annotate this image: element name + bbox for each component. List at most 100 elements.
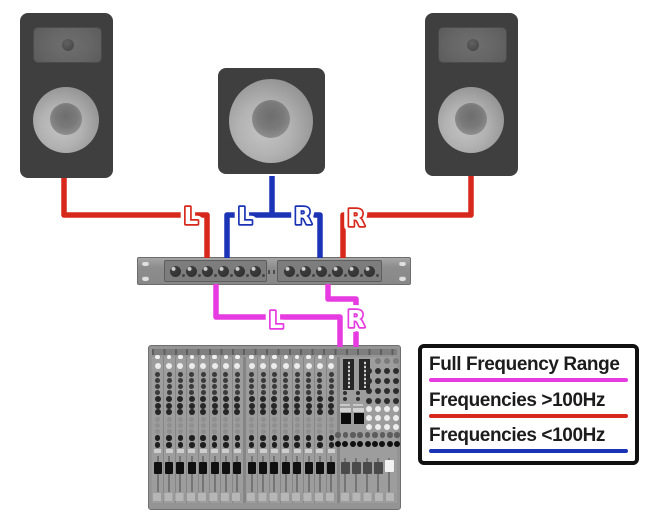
knob: [283, 422, 289, 428]
knob: [211, 396, 218, 402]
knob: [294, 354, 300, 360]
knob: [177, 416, 183, 422]
knob: [260, 363, 267, 369]
knob: [271, 389, 277, 395]
knob: [383, 387, 391, 395]
master-fader: [351, 462, 361, 474]
channel-fader: [233, 462, 242, 474]
knob: [260, 442, 266, 448]
knob: [189, 428, 195, 434]
master-fader: [373, 462, 383, 474]
strip-divider: [268, 357, 270, 503]
knob: [154, 442, 161, 448]
knob: [249, 389, 255, 395]
knob: [379, 440, 386, 447]
knob: [178, 354, 183, 360]
knob: [316, 409, 323, 415]
knob: [271, 435, 278, 441]
knob: [211, 442, 218, 448]
woofer-cone: [50, 103, 82, 135]
knob: [316, 402, 323, 409]
knob: [177, 377, 183, 383]
fader-scale: [340, 408, 351, 412]
knob: [154, 402, 161, 409]
knob: [155, 422, 161, 428]
fader-track: [202, 456, 205, 492]
legend-label: Frequencies <100Hz: [429, 425, 606, 446]
strip-divider: [208, 357, 210, 503]
knob: [177, 363, 184, 369]
knob: [305, 402, 312, 409]
knob: [328, 409, 335, 415]
legend: Full Frequency Range Frequencies >100Hz …: [418, 344, 639, 465]
knob: [348, 265, 364, 277]
knob: [260, 416, 266, 422]
woofer: [33, 87, 99, 153]
wire-label-right-full: R: [347, 307, 365, 333]
knob: [202, 265, 218, 277]
knob: [305, 442, 312, 448]
knob: [394, 432, 400, 438]
knob: [386, 440, 393, 447]
strip-divider: [325, 357, 327, 503]
knob: [306, 416, 312, 422]
knob: [317, 416, 323, 422]
knob: [294, 409, 301, 415]
knob: [211, 402, 218, 409]
knob: [365, 377, 373, 385]
knob: [166, 428, 172, 434]
knob: [177, 396, 184, 402]
knob: [328, 371, 334, 377]
wire-highpass-right: [340, 176, 474, 258]
fader-scale: [248, 449, 256, 453]
knob: [234, 442, 241, 448]
fader-scale: [222, 449, 230, 453]
fader-scale: [188, 449, 196, 453]
legend-swatch-highpass: [429, 413, 628, 418]
label-halo: R: [294, 204, 312, 230]
knob: [155, 416, 161, 422]
subwoofer: [218, 68, 325, 174]
sub-woofer-cone: [252, 100, 290, 138]
legend-label: Frequencies >100Hz: [429, 389, 606, 411]
fader-scale: [340, 404, 350, 406]
fader-track: [224, 456, 227, 492]
knob: [211, 435, 218, 441]
knob: [328, 435, 335, 441]
knob: [387, 432, 393, 438]
legend-item-full-range: Full Frequency Range: [429, 354, 628, 382]
vu-meter-scale: [363, 361, 366, 388]
fader-track: [355, 458, 357, 492]
tweeter-driver: [466, 39, 479, 51]
knob: [305, 409, 312, 415]
knob: [294, 416, 300, 422]
knob: [328, 377, 334, 383]
knob: [317, 354, 323, 360]
legend-item-highpass: Frequencies >100Hz: [429, 390, 628, 418]
wire-label-left-low: L: [238, 204, 253, 230]
strip-divider: [314, 357, 316, 503]
fader-scale: [353, 408, 364, 412]
knob: [154, 396, 161, 402]
knob: [200, 422, 206, 428]
knob: [154, 409, 161, 415]
knob: [392, 423, 400, 431]
label-halo: L: [184, 204, 199, 230]
knob: [200, 389, 206, 395]
channel-fader: [176, 462, 185, 474]
knob: [357, 440, 364, 447]
knob: [234, 383, 240, 389]
sub-woofer-driver: [229, 79, 313, 163]
channel-fader: [293, 462, 302, 474]
fader-scale: [282, 449, 290, 453]
mixing-console: [148, 345, 401, 510]
channel-fader: [259, 462, 268, 474]
knob: [393, 358, 399, 364]
knob: [212, 428, 218, 434]
knob: [372, 440, 378, 447]
channel-fader: [304, 462, 313, 474]
knob: [234, 371, 240, 377]
knob: [200, 442, 206, 448]
knob: [155, 371, 161, 377]
knob: [306, 428, 312, 434]
